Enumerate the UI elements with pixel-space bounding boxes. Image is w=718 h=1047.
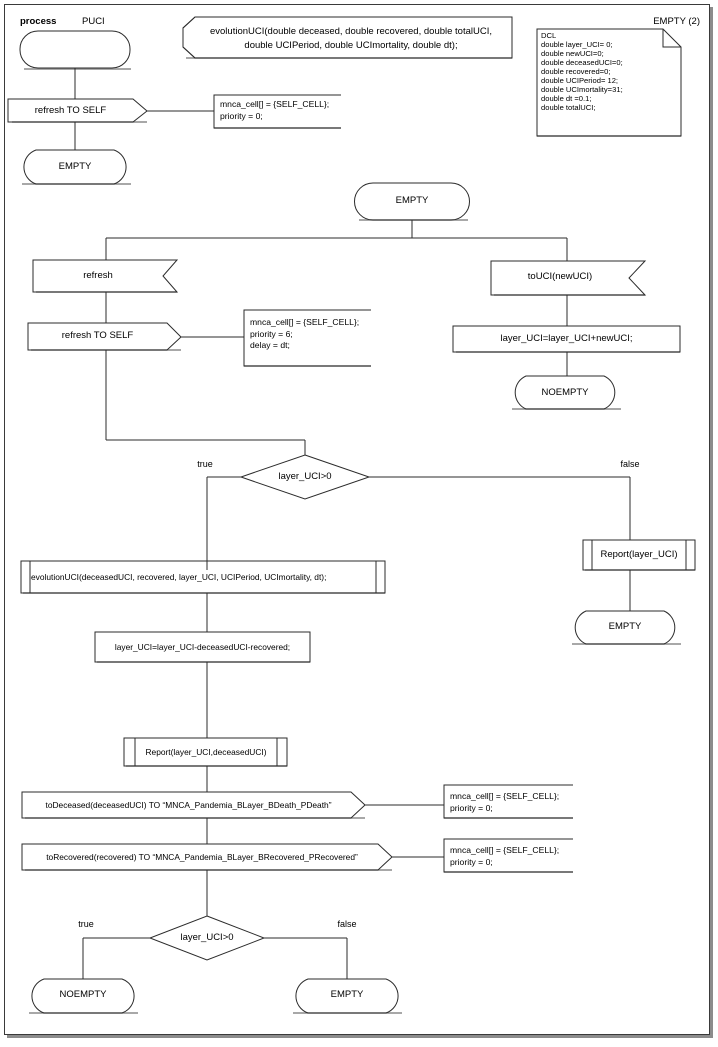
procedure-call-label-evolutionuci: evolutionUCI(deceasedUCI, recovered, lay… xyxy=(31,572,327,582)
decision-2-true-label: true xyxy=(78,919,94,929)
output-label-torecovered: toRecovered(recovered) TO “MNCA_Pandemia… xyxy=(46,852,358,862)
decision-label-2: layer_UCI>0 xyxy=(180,932,234,943)
process-keyword: process xyxy=(20,16,57,27)
procedure-call-label-report-1: Report(layer_UCI) xyxy=(600,549,678,560)
input-label-touci: toUCI(newUCI) xyxy=(527,271,593,282)
process-name: PUCI xyxy=(82,16,105,27)
dcl-line-4: double UCIPeriod= 12; xyxy=(541,76,619,85)
dcl-title: DCL xyxy=(541,31,557,40)
output-label-todeceased: toDeceased(deceasedUCI) TO “MNCA_Pandemi… xyxy=(45,800,332,810)
decision-1-false-label: false xyxy=(620,459,640,469)
comment-text-2: mnca_cell[] = {SELF_CELL}; priority = 6;… xyxy=(250,317,360,350)
state-label-empty-bottom: EMPTY xyxy=(330,989,364,1000)
page-label: EMPTY (2) xyxy=(653,16,700,27)
decision-1-true-label: true xyxy=(197,459,213,469)
comment-text-4: mnca_cell[] = {SELF_CELL}; priority = 0; xyxy=(450,845,560,867)
input-label-refresh: refresh xyxy=(83,270,113,281)
procedure-call-label-report-2: Report(layer_UCI,deceasedUCI) xyxy=(145,747,267,757)
state-label-empty-mid: EMPTY xyxy=(395,195,429,206)
state-label-empty-right: EMPTY xyxy=(608,621,642,632)
comment-text-1: mnca_cell[] = {SELF_CELL}; priority = 0; xyxy=(220,99,330,121)
dcl-line-1: double newUCI=0; xyxy=(541,49,604,58)
dcl-line-6: double dt =0.1; xyxy=(541,94,592,103)
state-label-empty-top: EMPTY xyxy=(58,161,92,172)
task-label-subtract: layer_UCI=layer_UCI-deceasedUCI-recovere… xyxy=(114,642,291,652)
dcl-line-7: double totalUCI; xyxy=(541,103,596,112)
dcl-line-5: double UCImortality=31; xyxy=(541,85,623,94)
dcl-line-3: double recovered=0; xyxy=(541,67,611,76)
state-label-noempty-bottom: NOEMPTY xyxy=(59,989,107,1000)
procedure-declaration-line-1: evolutionUCI(double deceased, double rec… xyxy=(209,26,492,37)
output-label-refresh-self-mid: refresh TO SELF xyxy=(61,330,134,341)
dcl-line-0: double layer_UCI= 0; xyxy=(541,40,613,49)
diagram-sheet xyxy=(4,4,710,1035)
decision-2-false-label: false xyxy=(337,919,357,929)
dcl-line-2: double deceasedUCI=0; xyxy=(541,58,623,67)
decision-label-1: layer_UCI>0 xyxy=(278,471,332,482)
state-label-noempty-right: NOEMPTY xyxy=(541,387,589,398)
task-label-add-newuci: layer_UCI=layer_UCI+newUCI; xyxy=(500,333,633,344)
output-label-refresh-self-top: refresh TO SELF xyxy=(34,105,107,116)
comment-text-3: mnca_cell[] = {SELF_CELL}; priority = 0; xyxy=(450,791,560,813)
procedure-declaration-line-2: double UCIPeriod, double UCImortality, d… xyxy=(244,40,458,51)
